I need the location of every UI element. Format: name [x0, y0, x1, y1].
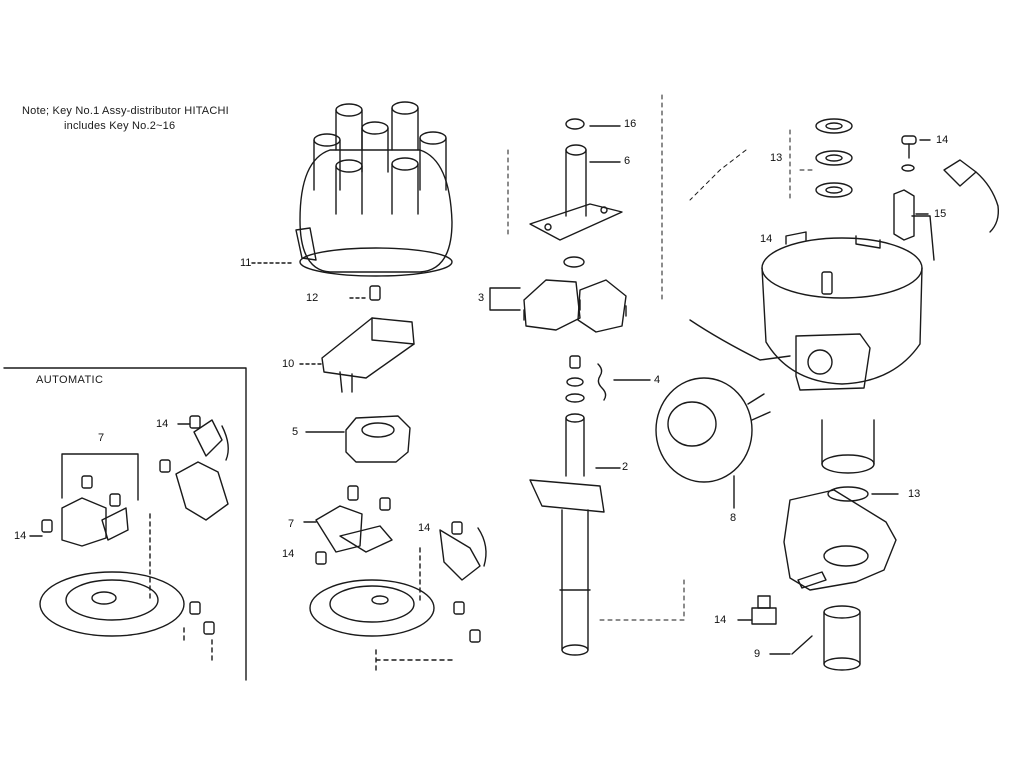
bottom-screw	[737, 595, 777, 625]
callout-5: 5	[292, 426, 299, 438]
washers-top	[815, 118, 853, 198]
cam-shaft	[529, 118, 623, 241]
callout-12: 12	[306, 292, 319, 304]
note-line-1: Note; Key No.1 Assy-distributor HITACHI	[22, 105, 229, 117]
rotor-screw	[349, 285, 381, 301]
inset-breaker-assembly	[29, 415, 229, 661]
distributor-cap	[251, 101, 453, 277]
assembly-outline	[507, 94, 813, 621]
cam-nut	[305, 415, 411, 463]
callout-13-plate: 13	[908, 488, 921, 500]
callout-13-top: 13	[770, 152, 783, 164]
callout-7: 7	[288, 518, 295, 530]
screw-top	[901, 135, 931, 172]
callout-14-breaker-left: 14	[282, 548, 295, 560]
callout-10: 10	[282, 358, 295, 370]
callout-16: 16	[624, 118, 637, 130]
automatic-inset-frame	[3, 367, 247, 681]
callout-2: 2	[622, 461, 629, 473]
clip	[893, 189, 929, 241]
assembly-note: Note; Key No.1 Assy-distributor HITACHI …	[22, 104, 229, 134]
callout-14-bottom: 14	[714, 614, 727, 626]
lead-wire	[689, 319, 791, 361]
callout-14-housing: 14	[760, 233, 773, 245]
governor-spring	[565, 355, 651, 403]
callout-11: 11	[240, 257, 252, 269]
main-shaft	[529, 413, 621, 656]
callout-14-inset-top: 14	[156, 418, 169, 430]
base-plate	[783, 486, 899, 591]
breaker-plate	[303, 485, 487, 671]
governor-weights	[489, 279, 627, 333]
callout-4: 4	[654, 374, 661, 386]
vacuum-advance	[655, 377, 771, 509]
washer	[563, 256, 585, 268]
callout-8: 8	[730, 512, 737, 524]
drive-collar	[769, 605, 861, 671]
inset-title: AUTOMATIC	[36, 374, 104, 386]
callout-14-inset-left: 14	[14, 530, 27, 542]
callout-6: 6	[624, 155, 631, 167]
note-line-2: includes Key No.2~16	[64, 120, 176, 132]
callout-3: 3	[478, 292, 485, 304]
wire-connector	[943, 159, 1000, 233]
callout-14-top: 14	[936, 134, 949, 146]
callout-7-inset: 7	[98, 432, 105, 444]
callout-14-breaker-right: 14	[418, 522, 431, 534]
distributor-housing	[761, 215, 935, 474]
rotor	[299, 317, 415, 393]
callout-15: 15	[934, 208, 947, 220]
callout-9: 9	[754, 648, 761, 660]
